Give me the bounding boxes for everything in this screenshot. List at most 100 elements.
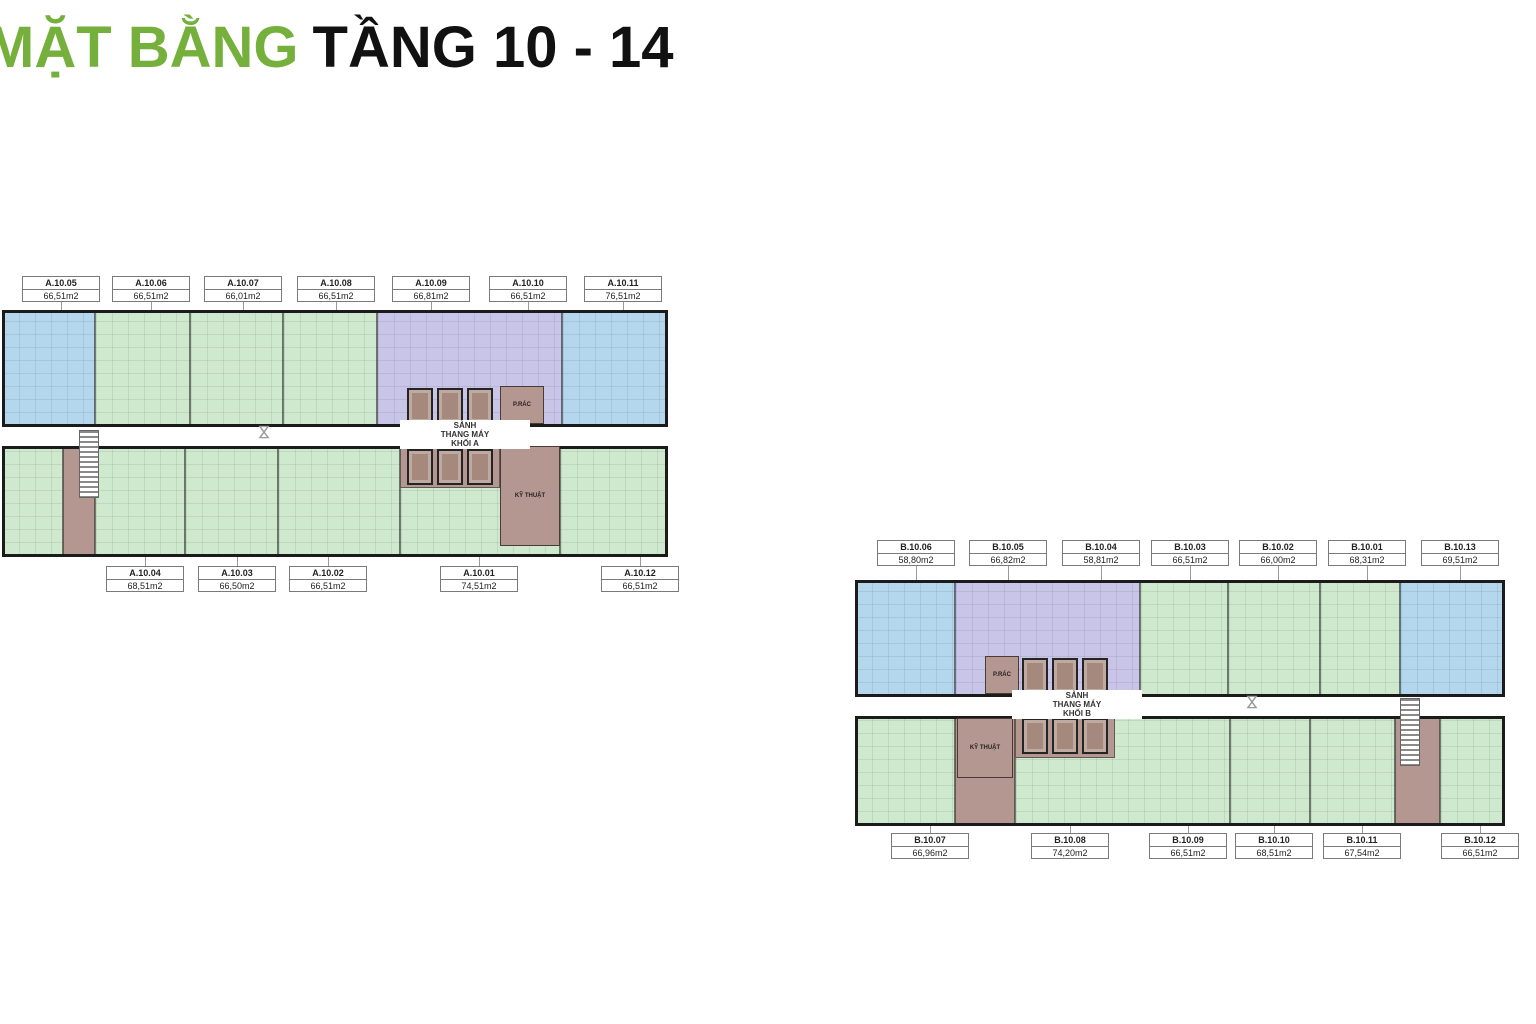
leader-line [237,557,238,566]
apartment-unit [855,716,955,826]
leader-line [1480,826,1481,833]
leader-line [528,302,529,310]
unit-area: 66,51m2 [1170,848,1206,858]
unit-area: 74,20m2 [1052,848,1088,858]
unit-area: 74,51m2 [461,581,497,591]
unit-code: B.10.03 [1152,541,1228,554]
stairs-icon [1400,698,1420,766]
apartment-unit [95,446,185,557]
elevator-icon [407,449,433,485]
unit-code: B.10.06 [878,541,954,554]
unit-area: 66,51m2 [318,291,354,301]
apartment-unit [283,310,377,427]
leader-line [1367,566,1368,580]
unit-code: B.10.10 [1236,834,1312,847]
elevator-icon [407,388,433,424]
apartment-unit [855,580,955,697]
unit-area: 66,51m2 [310,581,346,591]
leader-line [145,557,146,566]
page-title-highlight: MẶT BẰNG [0,15,299,80]
leader-line [479,557,480,566]
unit-code: B.10.11 [1324,834,1400,847]
apartment-unit [2,446,63,557]
unit-area: 66,51m2 [510,291,546,301]
apartment-unit [185,446,278,557]
unit-code: A.10.03 [199,567,275,580]
unit-code: B.10.02 [1240,541,1316,554]
unit-area: 66,51m2 [1172,555,1208,565]
elevator-icon [1082,718,1108,754]
elevator-icon [1022,658,1048,694]
apartment-unit [2,310,95,427]
page-title-rest: TẦNG 10 - 14 [312,15,674,80]
leader-line [1188,826,1189,833]
apartment-unit [1400,580,1505,697]
leader-line [1362,826,1363,833]
unit-area: 69,51m2 [1442,555,1478,565]
apartment-unit [1310,716,1395,826]
unit-area: 66,00m2 [1260,555,1296,565]
leader-line [328,557,329,566]
room-label: P.RÁC [985,656,1019,694]
unit-code: A.10.12 [602,567,678,580]
apartment-unit [1230,716,1310,826]
room-label: KỸ THUẬT [957,718,1013,778]
unit-code: B.10.09 [1150,834,1226,847]
apartment-unit [95,310,190,427]
leader-line [623,302,624,310]
leader-line [431,302,432,310]
leader-line [151,302,152,310]
apartment-unit [1440,716,1505,826]
unit-code: B.10.05 [970,541,1046,554]
stairs-icon [79,430,99,498]
elevator-icon [1022,718,1048,754]
leader-line [1274,826,1275,833]
corridor-marker-icon: ⋈ [1243,694,1260,710]
leader-line [336,302,337,310]
leader-line [243,302,244,310]
unit-code: B.10.12 [1442,834,1518,847]
leader-line [1460,566,1461,580]
unit-area: 66,51m2 [1462,848,1498,858]
unit-area: 68,51m2 [1256,848,1292,858]
unit-code: A.10.04 [107,567,183,580]
leader-line [930,826,931,833]
unit-code: B.10.13 [1422,541,1498,554]
unit-code: B.10.04 [1063,541,1139,554]
leader-line [1278,566,1279,580]
unit-area: 76,51m2 [605,291,641,301]
unit-area: 66,96m2 [912,848,948,858]
elevator-icon [437,388,463,424]
unit-area: 66,51m2 [133,291,169,301]
elevator-icon [1052,718,1078,754]
elevator-icon [467,388,493,424]
elevator-icon [467,449,493,485]
leader-line [1190,566,1191,580]
unit-code: A.10.10 [490,277,566,290]
apartment-unit [1228,580,1320,697]
leader-line [916,566,917,580]
unit-area: 58,81m2 [1083,555,1119,565]
leader-line [1101,566,1102,580]
unit-area: 66,50m2 [219,581,255,591]
